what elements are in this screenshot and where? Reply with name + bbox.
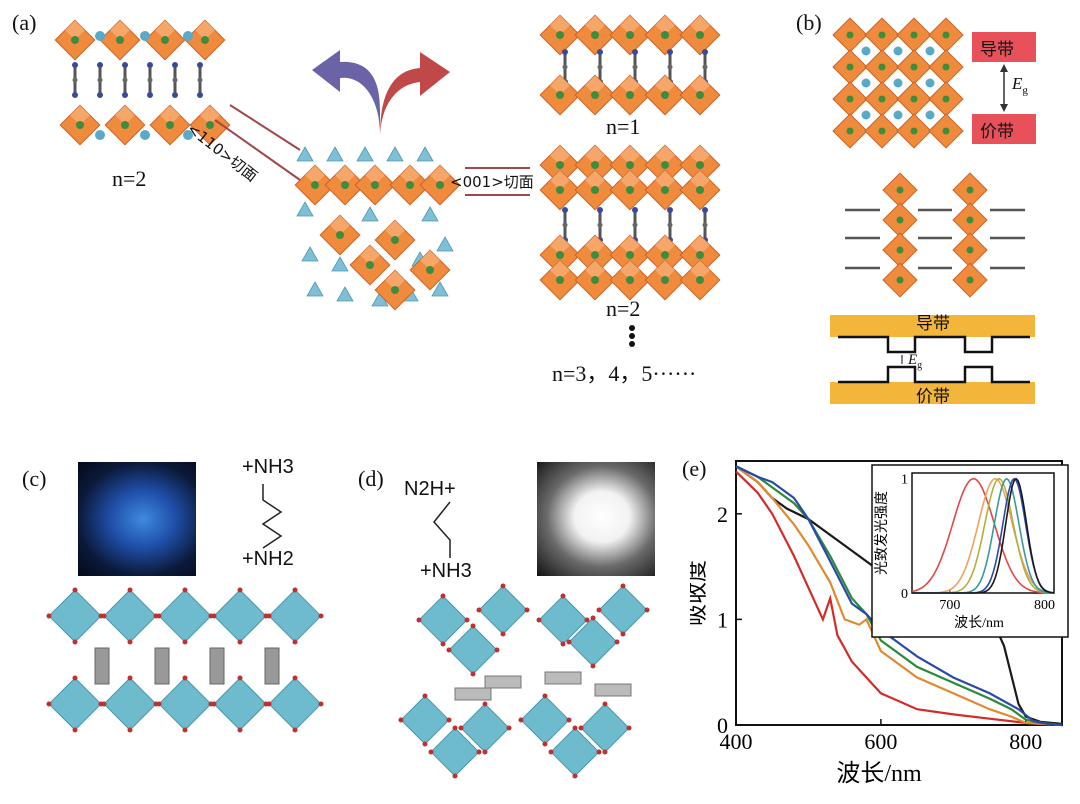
label-facet-001: <001>切面 <box>450 171 534 192</box>
inset-chart: 700 800 0 1 波长/nm 光致发光强度 <box>872 465 1068 637</box>
molecule-d-chain <box>430 500 470 560</box>
bulk-crystal <box>295 147 460 310</box>
molecule-c-top: +NH3 <box>242 456 294 479</box>
inset-y-axis-label: 光致发光强度 <box>874 491 890 575</box>
split-arrows <box>312 50 450 135</box>
molecule-d-top: N2H+ <box>404 478 456 501</box>
inset-y-tick-label: 0 <box>901 587 908 602</box>
y-axis-label: 吸收度 <box>690 560 709 626</box>
label-left-n2: n=2 <box>112 166 146 192</box>
label-cb-bottom: 导带 <box>916 309 950 334</box>
x-axis-label: 波长/nm <box>836 760 922 787</box>
crystal-structure-d <box>395 580 675 780</box>
label-cb-top: 导带 <box>980 35 1014 60</box>
inset-x-axis-label: 波长/nm <box>954 615 1004 631</box>
label-eg-top: Eg <box>1012 74 1028 96</box>
inset-y-tick-label: 1 <box>901 473 908 488</box>
right-n2-structure <box>540 145 720 300</box>
crystal-photo-white <box>537 462 655 576</box>
panel-b-illustration <box>820 10 1070 410</box>
right-n1-structure <box>540 15 720 115</box>
label-right-n2: n=2 <box>606 296 640 322</box>
x-tick-label: 600 <box>864 729 897 754</box>
x-tick-label: 800 <box>1009 729 1042 754</box>
label-vb-top: 价带 <box>980 117 1014 142</box>
label-right-n1: n=1 <box>606 114 640 140</box>
molecule-c-chain <box>255 482 295 552</box>
y-tick-label: 1 <box>717 607 728 632</box>
crystal-structure-c <box>40 580 330 740</box>
y-tick-label: 2 <box>717 502 728 527</box>
y-tick-label: 0 <box>717 713 728 738</box>
panel-d-label: (d) <box>358 466 384 492</box>
inset-x-tick-label: 800 <box>1034 598 1055 613</box>
label-eg-bottom: Eg <box>908 352 922 371</box>
inset-x-tick-label: 700 <box>939 598 960 613</box>
crystal-photo-blue <box>78 462 196 576</box>
panel-b-label: (b) <box>796 10 822 36</box>
label-n-series: n=3，4，5······ <box>552 356 696 388</box>
label-vb-bottom: 价带 <box>916 382 950 407</box>
panel-c-label: (c) <box>22 466 46 492</box>
